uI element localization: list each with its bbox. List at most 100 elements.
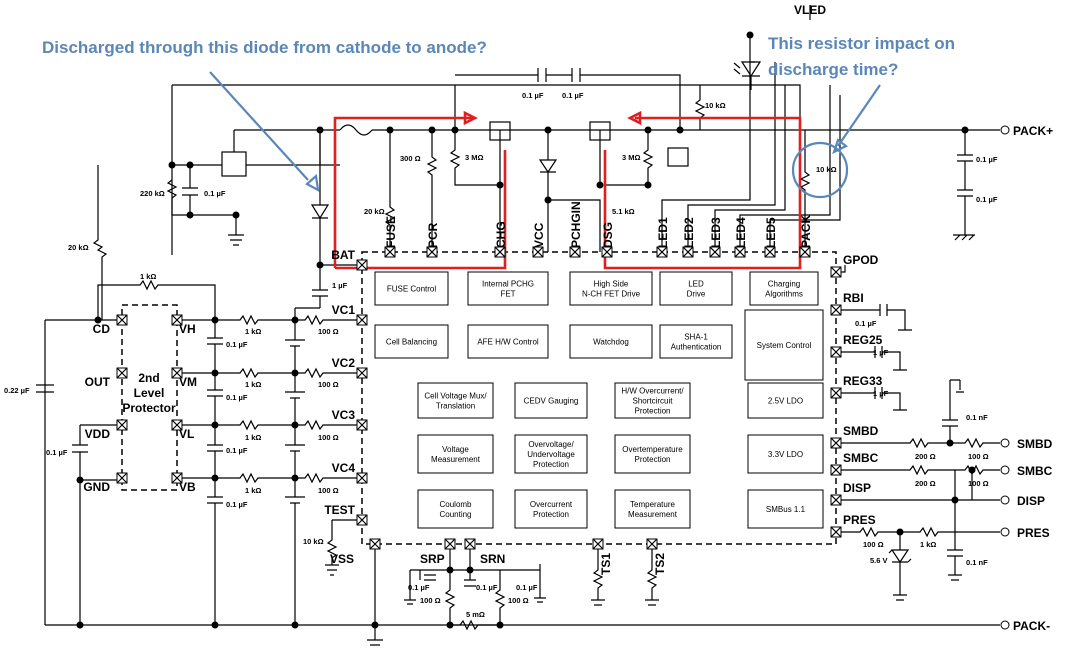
svg-text:0.1 µF: 0.1 µF [562, 91, 584, 100]
svg-text:220 kΩ: 220 kΩ [140, 189, 165, 198]
pin-box-bat [356, 259, 368, 271]
prot-box-vh [171, 314, 183, 326]
wiring [36, 5, 1000, 646]
prot-pin-gnd: GND [83, 480, 110, 494]
block-text: Watchdog [593, 338, 629, 347]
pin-fuse: FUSE [384, 216, 398, 248]
component-values: 0.1 µF 0.1 µF 10 kΩ 220 kΩ 0.1 µF 20 kΩ … [4, 91, 998, 619]
pin-box-pcr [426, 246, 438, 258]
pin-box-vss [369, 538, 381, 550]
pin-vc4: VC4 [332, 461, 356, 475]
svg-text:0.1 µF: 0.1 µF [976, 195, 998, 204]
svg-text:200 Ω: 200 Ω [915, 479, 936, 488]
svg-text:200 Ω: 200 Ω [915, 452, 936, 461]
pin-box-led1 [656, 246, 668, 258]
svg-text:0.1 µF: 0.1 µF [204, 189, 226, 198]
pin-box-led2 [682, 246, 694, 258]
block-text: Cell Voltage Mux/ [424, 392, 487, 401]
prot-box-out [116, 367, 128, 379]
pin-box-srn [464, 538, 476, 550]
block-text: Coulomb [439, 500, 472, 509]
block-cell-voltage-mux-translation: Cell Voltage Mux/Translation [417, 382, 494, 419]
block-text: Authentication [671, 343, 722, 352]
svg-text:0.1 µF: 0.1 µF [516, 583, 538, 592]
block-watchdog: Watchdog [569, 324, 653, 359]
block-text: 2.5V LDO [768, 397, 803, 406]
pin-reg25: REG25 [843, 333, 883, 347]
pin-pcr: PCR [426, 222, 440, 248]
svg-text:1 kΩ: 1 kΩ [245, 380, 261, 389]
svg-text:0.1 nF: 0.1 nF [966, 558, 988, 567]
pin-box-vc2 [356, 367, 368, 379]
pin-led4: LED4 [734, 217, 748, 248]
svg-text:0.1 µF: 0.1 µF [976, 155, 998, 164]
svg-text:5.1 kΩ: 5.1 kΩ [612, 207, 635, 216]
svg-text:0.22 µF: 0.22 µF [4, 386, 30, 395]
prot-box-vb [171, 472, 183, 484]
block-text: Algorithms [765, 290, 803, 299]
pin-srn: SRN [480, 552, 505, 566]
block-3-3v-ldo: 3.3V LDO [747, 434, 824, 474]
pin-box-smbd [830, 437, 842, 449]
block-text: Protection [533, 510, 569, 519]
block-smbus-1-1: SMBus 1.1 [747, 489, 824, 529]
svg-text:10 kΩ: 10 kΩ [705, 101, 726, 110]
pres-connector: PRES [1017, 526, 1050, 540]
pin-vcc: VCC [532, 222, 546, 248]
block-text: Measurement [628, 510, 678, 519]
pin-ts1: TS1 [599, 553, 613, 575]
pin-test: TEST [324, 503, 355, 517]
block-text: SHA-1 [684, 333, 708, 342]
pin-box-fuse [384, 246, 396, 258]
pin-box-test [356, 514, 368, 526]
block-text: Overtemperature [622, 445, 683, 454]
svg-text:100 Ω: 100 Ω [318, 486, 339, 495]
pin-box-vc1 [356, 314, 368, 326]
block-text: Voltage [442, 445, 469, 454]
annotation-resistor-2: discharge time? [768, 60, 898, 79]
pin-pres: PRES [843, 513, 876, 527]
block-text: LED [688, 280, 704, 289]
svg-text:1 kΩ: 1 kΩ [245, 486, 261, 495]
pin-vc2: VC2 [332, 356, 356, 370]
pin-box-disp [830, 494, 842, 506]
svg-text:1 µF: 1 µF [873, 389, 889, 398]
svg-text:10 kΩ: 10 kΩ [303, 537, 324, 546]
svg-text:0.1 µF: 0.1 µF [226, 340, 248, 349]
pin-box-led4 [734, 246, 746, 258]
svg-text:100 Ω: 100 Ω [968, 479, 989, 488]
pack-plus-label: PACK+ [1013, 124, 1053, 138]
svg-text:0.1 µF: 0.1 µF [226, 393, 248, 402]
protector-title: 2nd [138, 371, 159, 385]
pin-vss: VSS [330, 552, 354, 566]
prot-pin-cd: CD [93, 322, 111, 336]
pin-ts2: TS2 [653, 553, 667, 575]
pin-vc3: VC3 [332, 408, 356, 422]
block-text: Measurement [431, 455, 481, 464]
block-text: CEDV Gauging [524, 397, 579, 406]
block-text: N-CH FET Drive [582, 290, 641, 299]
svg-text:0.1 µF: 0.1 µF [226, 500, 248, 509]
annotation-diode: Discharged through this diode from catho… [42, 38, 487, 57]
block-text: Protection [634, 455, 670, 464]
pin-pchgin: PCHGIN [569, 201, 583, 248]
svg-text:100 Ω: 100 Ω [318, 380, 339, 389]
prot-pin-vl: VL [179, 427, 194, 441]
pin-box-reg33 [830, 387, 842, 399]
svg-text:10 kΩ: 10 kΩ [816, 165, 837, 174]
pin-box-ts2 [646, 538, 658, 550]
block-text: Temperature [630, 500, 675, 509]
pin-bat: BAT [331, 248, 355, 262]
red-highlight-path [333, 110, 802, 270]
pin-smbd: SMBD [843, 424, 879, 438]
block-text: Drive [687, 290, 706, 299]
pin-led3: LED3 [709, 217, 723, 248]
block-text: Undervoltage [527, 450, 575, 459]
block-text: Overvoltage/ [528, 440, 574, 449]
